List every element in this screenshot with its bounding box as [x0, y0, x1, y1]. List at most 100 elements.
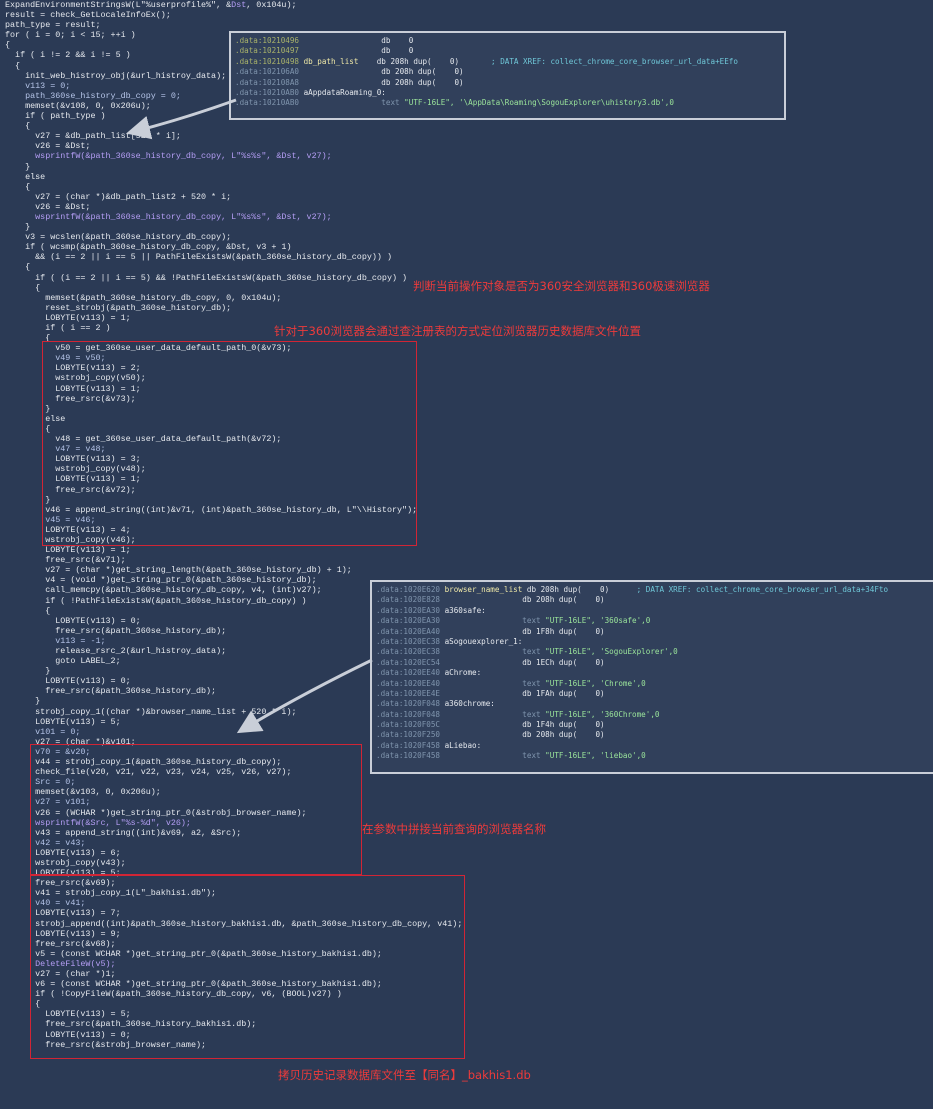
code-line-token: v40 = v41; — [5, 898, 86, 909]
code-line-token: else — [5, 171, 46, 182]
data-row-token: .data:1020EC54 — [376, 657, 441, 667]
code-line: else — [5, 414, 462, 424]
code-line-token: { — [5, 999, 41, 1010]
code-line-token: { — [5, 423, 51, 434]
code-line-token: { — [5, 333, 51, 344]
data-row-token: aSogouexplorer_1: — [440, 636, 523, 646]
data-row-token: aLiebao: — [440, 740, 482, 750]
code-line-token: { — [5, 605, 51, 616]
code-line: if ( (i == 2 || i == 5) && !PathFileExis… — [5, 273, 462, 283]
code-line: v27 = (char *)1; — [5, 969, 462, 979]
data-row: .data:102106A0 db 208h dup( 0) — [235, 67, 780, 77]
code-line-token: { — [5, 121, 31, 132]
code-line-token: v44 = strobj_copy_1(&path_360se_history_… — [5, 757, 282, 768]
code-line: if ( i == 2 ) — [5, 323, 462, 333]
data-row-token: db 208h dup( 0) — [299, 77, 464, 87]
code-line-token: Dst — [231, 0, 247, 10]
data-row-token: .data:1020EC38 — [376, 636, 441, 646]
code-line-token: LOBYTE(v113) = 3; — [5, 454, 141, 465]
code-line: v26 = &Dst; — [5, 202, 462, 212]
annotation-browser-name-concat: 在参数中拼接当前查询的浏览器名称 — [362, 822, 546, 836]
code-line: v46 = append_string((int)&v71, (int)&pat… — [5, 505, 462, 515]
code-line-token: } — [5, 666, 51, 677]
data-row-token: .data:1020F458 — [376, 740, 441, 750]
code-line-token: free_rsrc(&v69); — [5, 878, 116, 889]
pseudocode-listing: ExpandEnvironmentStringsW(L"%userprofile… — [5, 0, 462, 1050]
code-line-token: v113 = -1; — [5, 635, 106, 646]
code-line-token: path_360se_history_db_copy = 0; — [5, 90, 181, 101]
code-line: { — [5, 999, 462, 1009]
code-line-token: strobj_append((int)&path_360se_history_b… — [5, 918, 463, 929]
code-line-token: v4 = (void *)get_string_ptr_0(&path_360s… — [5, 575, 317, 586]
code-line-token: LOBYTE(v113) = 0; — [5, 676, 131, 687]
code-line: v101 = 0; — [5, 727, 462, 737]
code-line-token: v3 = wcslen(&path_360se_history_db_copy)… — [5, 232, 232, 243]
code-line: if ( !PathFileExistsW(&path_360se_histor… — [5, 596, 462, 606]
code-line-token: if ( i != 2 && i != 5 ) — [5, 50, 131, 61]
code-line: release_rsrc_2(&url_histroy_data); — [5, 646, 462, 656]
data-row: .data:1020F458 aLiebao: — [376, 741, 930, 751]
code-line: v27 = v101; — [5, 797, 462, 807]
code-line-token: , 0x104u); — [246, 0, 297, 10]
code-line: v44 = strobj_copy_1(&path_360se_history_… — [5, 757, 462, 767]
data-row-token: .data:10210498 — [235, 56, 304, 66]
code-line-token: v46 = append_string((int)&v71, (int)&pat… — [5, 504, 418, 515]
code-line: v45 = v46; — [5, 515, 462, 525]
code-line: free_rsrc(&path_360se_history_bakhis1.db… — [5, 1019, 462, 1029]
annotation-registry-lookup: 针对于360浏览器会通过查注册表的方式定位浏览器历史数据库文件位置 — [274, 324, 641, 338]
code-line-token: { — [5, 262, 31, 273]
code-line: free_rsrc(&path_360se_history_db); — [5, 686, 462, 696]
code-line-token: LOBYTE(v113) = 6; — [5, 847, 121, 858]
code-line: wstrobj_copy(v46); — [5, 535, 462, 545]
code-line-token: goto LABEL_2; — [5, 656, 121, 667]
code-line: { — [5, 262, 462, 272]
code-line: LOBYTE(v113) = 1; — [5, 384, 462, 394]
code-line-token: } — [5, 494, 51, 505]
code-line: { — [5, 606, 462, 616]
code-line: v4 = (void *)get_string_ptr_0(&path_360s… — [5, 575, 462, 585]
data-row: .data:1020F048 text "UTF-16LE", '360Chro… — [376, 710, 930, 720]
code-line-token: DeleteFileW(v5); — [5, 958, 116, 969]
data-row-token: db 208h dup( 0) — [522, 585, 637, 594]
code-line: v42 = v43; — [5, 838, 462, 848]
code-line-token: v26 = (WCHAR *)get_string_ptr_0(&strobj_… — [5, 807, 307, 818]
code-line-token: wstrobj_copy(v50); — [5, 373, 146, 384]
code-line: memset(&v108, 0, 0x206u); — [5, 101, 462, 111]
code-line-token: wstrobj_copy(v43); — [5, 857, 126, 868]
data-row-token: ; DATA XREF: collect_chrome_core_browser… — [636, 585, 889, 594]
arrow-db-path-list — [126, 98, 237, 140]
data-row: .data:1020EC38 aSogouexplorer_1: — [376, 637, 930, 647]
data-row: .data:1020F250 db 208h dup( 0) — [376, 730, 930, 740]
code-line: LOBYTE(v113) = 3; — [5, 454, 462, 464]
data-row-token: aAppdataRoaming_0: — [299, 87, 386, 97]
code-line-token: v27 = (char *)&v101; — [5, 736, 136, 747]
code-line: && (i == 2 || i == 5 || PathFileExistsW(… — [5, 252, 462, 262]
code-line-token: v42 = v43; — [5, 837, 86, 848]
code-line-token: memset(&path_360se_history_db_copy, 0, 0… — [5, 292, 282, 303]
code-line: { — [5, 333, 462, 343]
code-line: { — [5, 121, 462, 131]
code-line-token: v27 = &db_path_list[520 * i]; — [5, 131, 181, 142]
data-row-token: text — [440, 709, 546, 719]
code-line-token: v50 = get_360se_user_data_default_path_0… — [5, 343, 292, 354]
data-row-token: a360safe: — [440, 605, 486, 615]
code-line-token: path_type = result; — [5, 20, 101, 31]
code-line: LOBYTE(v113) = 6; — [5, 848, 462, 858]
code-line: LOBYTE(v113) = 0; — [5, 1030, 462, 1040]
code-line: LOBYTE(v113) = 1; — [5, 474, 462, 484]
data-row-token: .data:10210AB0 — [235, 98, 300, 108]
data-row-token: aChrome: — [440, 668, 482, 678]
code-line: if ( path_type ) — [5, 111, 462, 121]
data-row: .data:1020EA40 db 1F8h dup( 0) — [376, 627, 930, 637]
code-line-token: v27 = (char *)get_string_length(&path_36… — [5, 565, 352, 576]
code-line: result = check_GetLocaleInfoEx(); — [5, 10, 462, 20]
code-line: v27 = (char *)&db_path_list2 + 520 * i; — [5, 192, 462, 202]
code-line-token: LOBYTE(v113) = 5; — [5, 1009, 131, 1020]
code-line: } — [5, 222, 462, 232]
data-row-token: "UTF-16LE", '360Chrome',0 — [545, 709, 660, 719]
data-row-token: text — [440, 678, 546, 688]
code-line: LOBYTE(v113) = 0; — [5, 616, 462, 626]
code-line-token: v5 = (const WCHAR *)get_string_ptr_0(&pa… — [5, 948, 382, 959]
data-row: .data:1020EE40 aChrome: — [376, 668, 930, 678]
code-line: memset(&path_360se_history_db_copy, 0, 0… — [5, 293, 462, 303]
